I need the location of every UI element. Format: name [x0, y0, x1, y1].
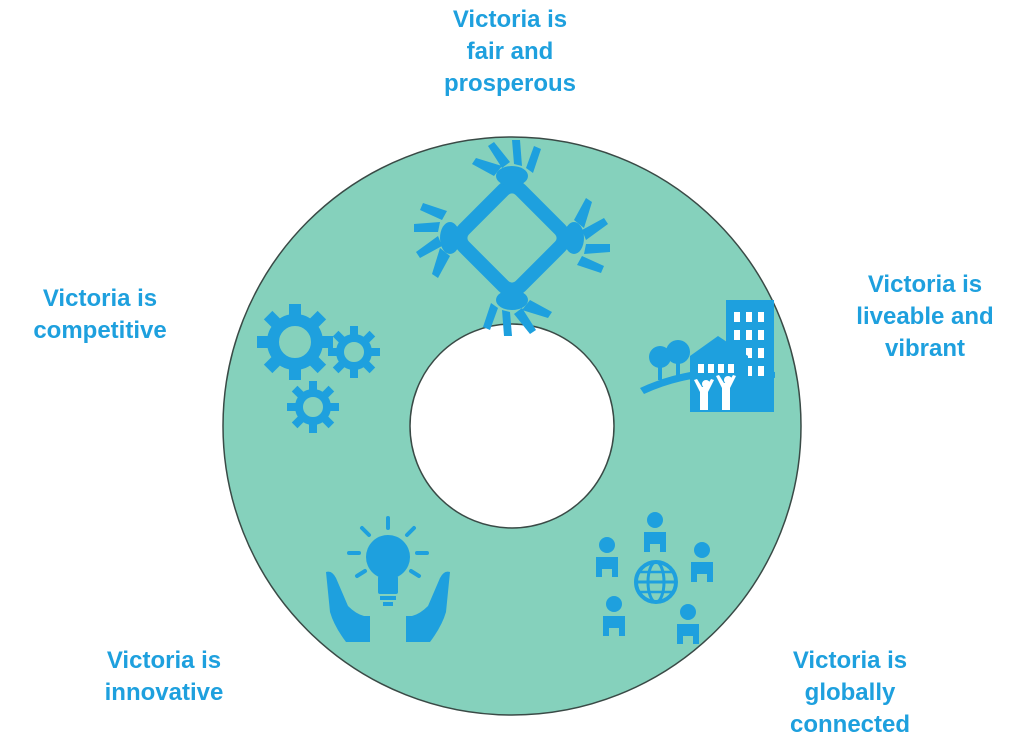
label-line: Victoria is: [106, 647, 222, 674]
label-line: innovative: [104, 679, 224, 706]
label-innovative: Victoria is innovative: [64, 645, 264, 709]
label-globally-connected: Victoria is globally connected: [750, 645, 950, 741]
label-fair-and-prosperous: Victoria is fair and prosperous: [410, 4, 610, 100]
label-liveable-and-vibrant: Victoria is liveable and vibrant: [830, 269, 1020, 365]
label-line: prosperous: [443, 70, 577, 97]
label-line: Victoria is: [792, 647, 908, 674]
globe-people-icon: [596, 512, 713, 644]
gears-icon: [257, 304, 380, 433]
label-line: Victoria is: [42, 285, 158, 312]
label-line: Victoria is: [867, 271, 983, 298]
label-line: vibrant: [884, 335, 965, 362]
label-line: connected: [789, 711, 911, 738]
lightbulb-hands-icon: [326, 516, 450, 642]
label-line: Victoria is: [452, 6, 568, 33]
ring-center-hole: [409, 323, 615, 529]
label-line: fair and: [466, 38, 554, 65]
joined-hands-icon: [414, 140, 610, 336]
label-competitive: Victoria is competitive: [0, 283, 200, 347]
city-family-icon: [640, 300, 775, 412]
label-line: globally: [804, 679, 896, 706]
label-line: competitive: [33, 317, 167, 344]
label-line: liveable and: [856, 303, 994, 330]
